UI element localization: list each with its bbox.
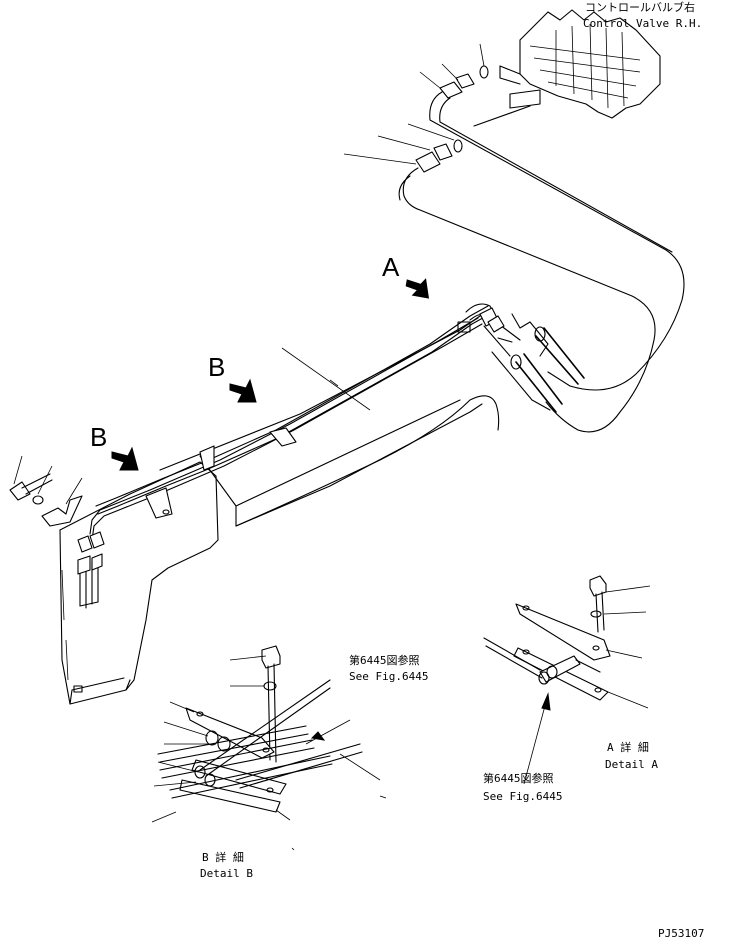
- ref-a-jp-label: 第6445図参照: [483, 772, 554, 785]
- view-a-label: A: [382, 252, 400, 282]
- detail-a-jp-label: A 詳 細: [607, 741, 649, 754]
- boom: [59, 313, 551, 705]
- ref-b-en-label: See Fig.6445: [349, 670, 429, 683]
- hose-loops: [398, 91, 685, 433]
- view-b-lower-label: B: [90, 422, 108, 452]
- detail-b-en-label: Detail B: [200, 867, 253, 880]
- right-fittings: [457, 307, 546, 370]
- valve-fittings: [343, 43, 489, 173]
- control-valve-jp-label: コントロールバルブ右: [585, 1, 695, 14]
- control-valve-en-label: Control Valve R.H.: [583, 17, 703, 30]
- detail-a: [483, 575, 651, 785]
- detail-a-en-label: Detail A: [605, 758, 658, 771]
- ref-b-jp-label: 第6445図参照: [349, 654, 420, 667]
- view-b-upper-label: B: [208, 352, 226, 382]
- view-arrow-a: [405, 278, 430, 299]
- pipe-runs: [89, 303, 585, 541]
- detail-b: [151, 645, 387, 851]
- left-exploded-parts: [9, 455, 83, 527]
- ref-a-en-label: See Fig.6445: [483, 790, 563, 803]
- detail-b-jp-label: B 詳 細: [202, 851, 244, 864]
- figure-code-label: PJ53107: [658, 927, 705, 940]
- pipe-clamps: [145, 427, 297, 519]
- view-arrow-b-lower: [111, 446, 139, 471]
- left-fittings: [77, 531, 105, 609]
- view-arrow-b-upper: [229, 378, 257, 403]
- control-valve: [473, 9, 661, 127]
